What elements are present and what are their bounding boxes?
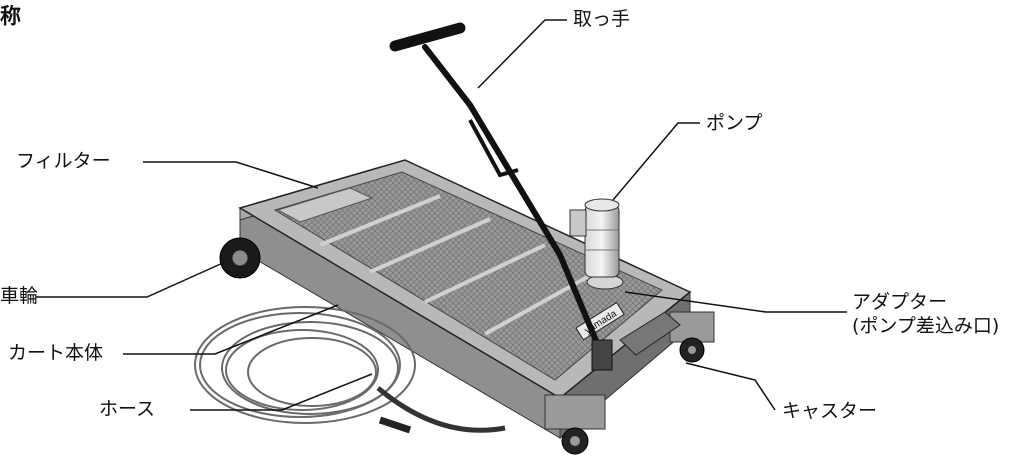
label-adapter-line1: アダプター (852, 291, 948, 313)
leader-wheel (36, 261, 226, 298)
page-title: 称 (0, 4, 21, 28)
mesh-bar (319, 194, 441, 247)
label-adapter-line2: (ポンプ差込み口) (852, 315, 1000, 337)
mesh-bar (484, 268, 601, 336)
caster-hub-right (688, 346, 696, 354)
leader-handle (477, 19, 567, 89)
cart-handle (389, 22, 613, 371)
leader-caster (685, 362, 776, 411)
leader-pump (612, 122, 700, 201)
label-pump: ポンプ (706, 112, 763, 134)
mesh-bar (369, 217, 491, 274)
label-cart-body: カート本体 (8, 342, 104, 364)
caster-hub-front (570, 436, 580, 446)
label-adapter: アダプター (ポンプ差込み口) (852, 290, 999, 338)
label-filter: フィルター (16, 150, 111, 172)
leader-adapter (624, 291, 847, 313)
leader-filter (143, 161, 319, 189)
label-hose: ホース (99, 398, 156, 420)
pump-unit (569, 198, 620, 278)
hose-coil (194, 306, 506, 434)
leader-cart-body (123, 304, 339, 355)
caster-bracket-front (544, 394, 606, 430)
label-caster: キャスター (782, 400, 878, 422)
leader-lines (36, 19, 847, 411)
wheel-hub (231, 249, 249, 267)
filter-corner-plate (276, 187, 374, 223)
leader-hose (190, 373, 373, 411)
label-wheel: 車輪 (0, 285, 39, 307)
label-handle: 取っ手 (573, 8, 631, 30)
mesh-bar (424, 243, 546, 304)
side-tray (619, 311, 681, 356)
